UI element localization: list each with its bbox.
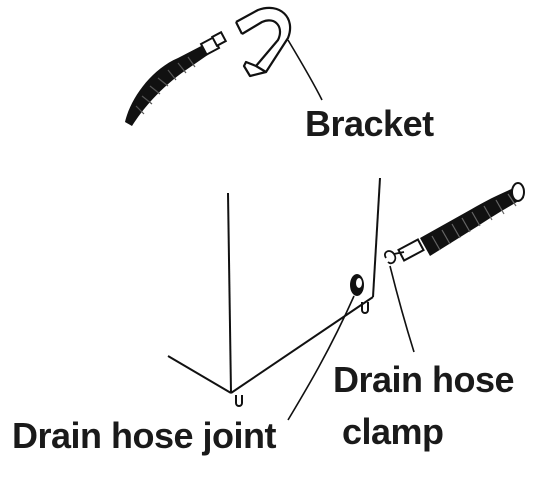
drain-hose-clamp-shape [384,250,405,265]
drain-hose-joint-label: Drain hose joint [12,415,277,456]
joint-leader [287,295,355,421]
clamp-leader [389,265,415,353]
top-hose [125,30,228,126]
drain-hose-clamp-label-line1: Drain hose [333,359,515,400]
drain-hose-joint-shape [350,274,364,296]
washer-body [167,177,381,407]
right-hose [397,182,525,262]
bracket-leader [287,39,323,101]
bracket-label: Bracket [305,103,434,144]
bracket-shape [235,6,292,78]
drain-hose-clamp-label-line2: clamp [342,411,444,452]
